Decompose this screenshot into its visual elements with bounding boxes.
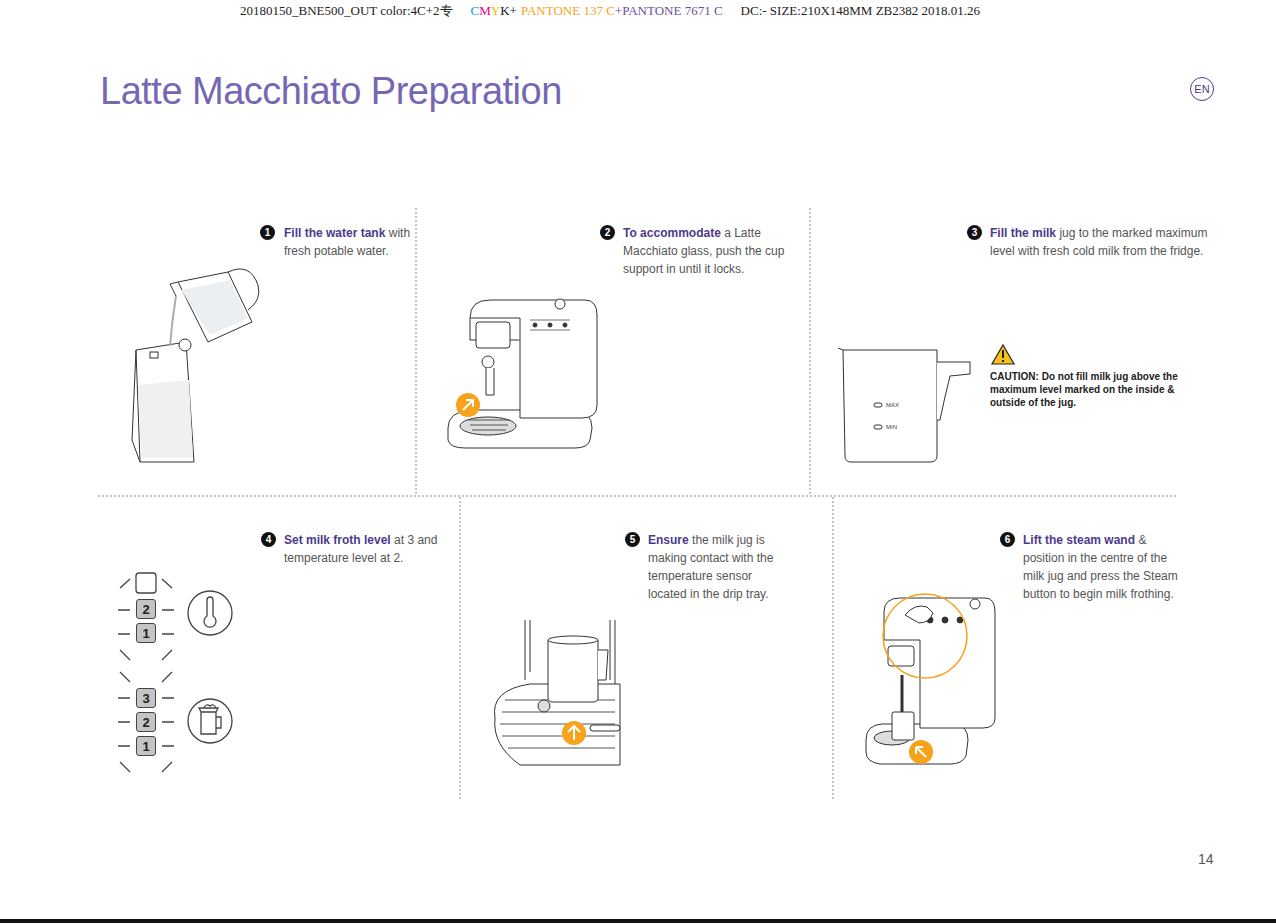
level-indicator: 1 — [136, 623, 156, 643]
step-heading: Ensure — [648, 533, 692, 547]
step-text: Ensurethe milk jug is making contact wit… — [648, 531, 788, 603]
step-number: 3 — [967, 225, 982, 240]
step-text: Set milk froth levelat 3 and temperature… — [284, 531, 456, 567]
step-number: 5 — [625, 532, 640, 547]
step-heading: Fill the milk — [990, 226, 1059, 240]
page-title: Latte Macchiato Preparation — [100, 70, 562, 113]
step-heading: Fill the water tank — [284, 226, 389, 240]
level-indicator: 2 — [136, 712, 156, 732]
step-number: 4 — [261, 532, 276, 547]
step-text: Fill the water tankwith fresh potable wa… — [284, 224, 414, 260]
level-indicator: 1 — [136, 736, 156, 756]
step-number: 1 — [260, 225, 275, 240]
print-spec: +PANTONE 7671 C — [615, 3, 723, 18]
step-heading: Set milk froth level — [284, 533, 394, 547]
page-number: 14 — [1198, 851, 1214, 867]
print-spec: 20180150_BNE500_OUT color:4C+2专 — [240, 3, 453, 18]
step-heading: To accommodate — [623, 226, 724, 240]
step-text: To accommodatea Latte Macchiato glass, p… — [623, 224, 788, 278]
print-spec: C — [471, 3, 480, 18]
print-spec: M — [479, 3, 491, 18]
level-indicator: 2 — [136, 599, 156, 619]
caution-note: CAUTION: Do not fill milk jug above the … — [990, 370, 1190, 409]
print-spec: K+ — [500, 3, 517, 18]
level-indicator: 3 — [136, 688, 156, 708]
print-header: 20180150_BNE500_OUT color:4C+2专 CMYK+ PANT… — [240, 2, 980, 20]
step-heading: Lift the steam wand — [1023, 533, 1138, 547]
print-spec: Y — [491, 3, 500, 18]
level-mark: MIN — [886, 423, 897, 431]
step-text: Fill the milkjug to the marked maximum l… — [990, 224, 1230, 260]
step-text: Lift the steam wand& position in the cen… — [1023, 531, 1183, 603]
badge-text: EN — [1194, 83, 1209, 95]
print-spec: DC:- SIZE:210X148MM ZB2382 2018.01.26 — [741, 3, 980, 18]
language-badge: EN — [1190, 77, 1214, 101]
print-spec: PANTONE 137 C — [521, 3, 615, 18]
step-number: 2 — [600, 225, 615, 240]
step-number: 6 — [1000, 532, 1015, 547]
level-mark: MAX — [886, 401, 899, 409]
